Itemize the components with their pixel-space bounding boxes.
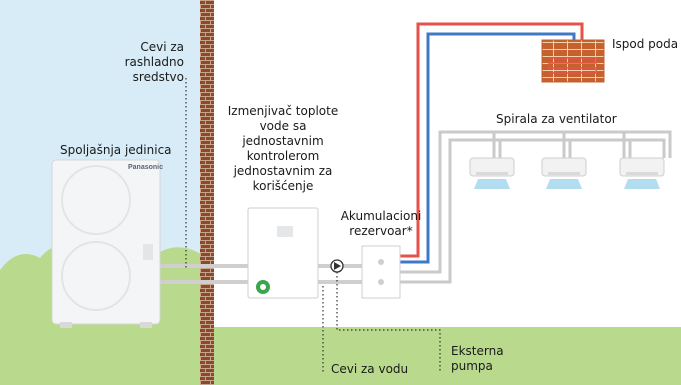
cold-pipe — [400, 32, 576, 264]
buffer-tank-label: Akumulacioni rezervoar* — [340, 209, 422, 238]
brand-logo: Panasonic — [128, 164, 164, 171]
hot-pipe — [400, 22, 584, 258]
underfloor-heating — [541, 39, 605, 83]
fan-coil-unit-2 — [541, 157, 587, 189]
water-pipes-label: Cevi za vodu — [331, 362, 409, 376]
fan-coil-unit-1 — [469, 157, 515, 189]
underfloor-label: Ispod poda — [612, 37, 679, 51]
heat-exchanger-unit — [247, 207, 319, 299]
pump-icon — [330, 259, 344, 273]
fan-coil-pipes — [400, 130, 672, 284]
outdoor-unit-label: Spoljašnja jedinica — [60, 143, 172, 157]
buffer-tank-unit — [361, 245, 401, 299]
fan-coil-label: Spirala za ventilator — [496, 112, 617, 126]
brick-wall — [200, 0, 214, 385]
refrigerant-pipes-label: Cevi za rashladno sredstvo — [124, 40, 184, 84]
heat-exchanger-label: Izmenjivač toplote vode sa jednostavnim … — [227, 104, 339, 193]
external-pump-label: Eksterna pumpa — [451, 344, 504, 373]
outdoor-unit — [51, 159, 161, 328]
lawn — [207, 327, 681, 385]
refrigerant-pipes — [160, 264, 248, 284]
callout-lines — [185, 78, 441, 372]
fan-coil-unit-3 — [619, 157, 665, 189]
